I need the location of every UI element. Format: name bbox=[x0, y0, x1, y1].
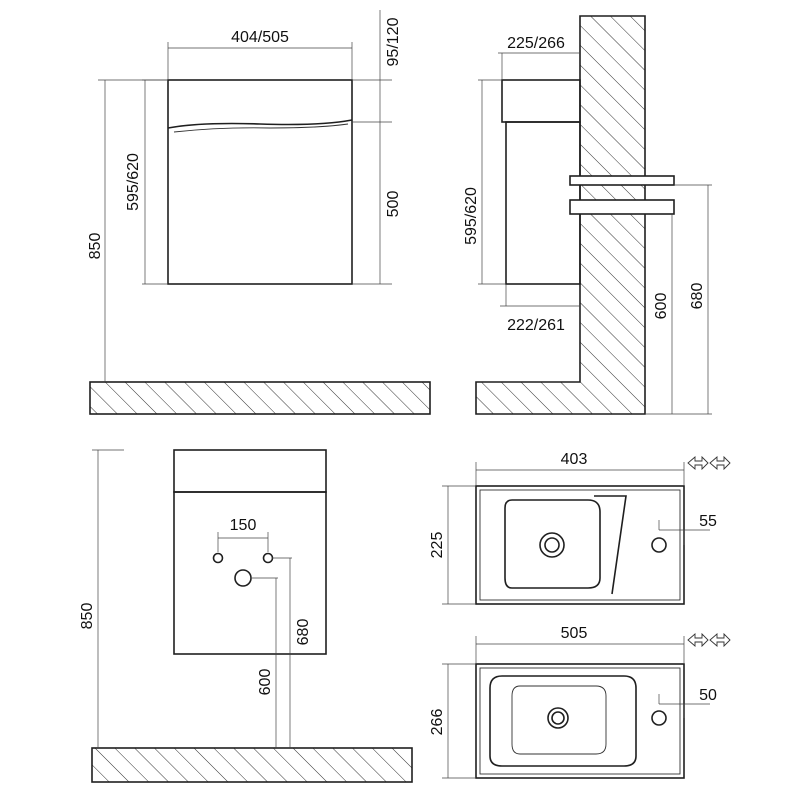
side-pipe-high-label: 680 bbox=[689, 283, 706, 310]
double-arrow-icon bbox=[687, 632, 731, 648]
basin-large-drain-inner bbox=[551, 711, 565, 725]
pipe-upper bbox=[569, 175, 675, 186]
basin-small-depth-label: 225 bbox=[429, 532, 446, 559]
basin-large-plan: 505 266 50 bbox=[429, 625, 731, 779]
front-door-height-label: 500 bbox=[385, 191, 402, 218]
side-top-depth-label: 225/266 bbox=[507, 35, 565, 52]
basin-small-drain-inner bbox=[544, 537, 560, 553]
basin-large-tap-hole bbox=[651, 710, 667, 726]
pipe-hole-right bbox=[262, 552, 274, 564]
rear-pipe-low-label: 600 bbox=[257, 669, 274, 696]
basin-large-drain-outer bbox=[547, 707, 569, 729]
basin-small-bowl bbox=[504, 499, 601, 589]
basin-small-width-label: 403 bbox=[561, 451, 588, 468]
basin-large-width-label: 505 bbox=[561, 625, 588, 642]
floor-slab bbox=[89, 381, 431, 415]
side-cabinet bbox=[505, 121, 581, 285]
basin-large-rim bbox=[479, 667, 681, 775]
basin-small-tap-offset-label: 55 bbox=[699, 513, 717, 530]
rear-top bbox=[173, 449, 327, 493]
drain-hole bbox=[234, 569, 252, 587]
basin-small-tap-hole bbox=[651, 537, 667, 553]
cabinet-top-curve bbox=[167, 119, 353, 129]
rear-pipe-spacing-label: 150 bbox=[230, 517, 257, 534]
side-cabinet-height-label: 595/620 bbox=[463, 187, 480, 245]
wall-and-floor bbox=[475, 15, 646, 415]
front-total-height-label: 850 bbox=[87, 233, 104, 260]
basin-large-bowl-inner bbox=[511, 685, 607, 755]
pipe-hole-left bbox=[212, 552, 224, 564]
side-bottom-depth-label: 222/261 bbox=[507, 317, 565, 334]
rear-cabinet bbox=[173, 491, 327, 655]
basin-large-depth-label: 266 bbox=[429, 709, 446, 736]
double-arrow-icon bbox=[687, 455, 731, 471]
basin-large-outline bbox=[475, 663, 685, 779]
rear-total-height-label: 850 bbox=[79, 603, 96, 630]
rear-view: 150 680 600 850 bbox=[79, 449, 413, 783]
basin-small-drainboard bbox=[594, 495, 627, 595]
cabinet-body bbox=[167, 79, 353, 285]
front-width-label: 404/505 bbox=[231, 29, 289, 46]
rear-pipe-high-label: 680 bbox=[295, 619, 312, 646]
front-top-height-label: 95/120 bbox=[385, 17, 402, 66]
front-cabinet-height-label: 595/620 bbox=[125, 153, 142, 211]
front-view: 404/505 95/120 500 595/620 850 bbox=[87, 10, 431, 415]
side-top bbox=[501, 79, 581, 123]
pipe-lower bbox=[569, 199, 675, 215]
basin-large-bowl-outer bbox=[489, 675, 637, 767]
side-pipe-low-label: 600 bbox=[653, 293, 670, 320]
basin-small-rim bbox=[479, 489, 681, 601]
basin-large-tap-offset-label: 50 bbox=[699, 687, 717, 704]
side-view: 225/266 222/261 595/620 600 680 bbox=[463, 15, 712, 415]
basin-small-plan: 403 225 55 bbox=[429, 451, 731, 605]
floor-slab-lower bbox=[91, 747, 413, 783]
basin-small-drain-outer bbox=[539, 532, 565, 558]
cabinet-top-curve-inner bbox=[173, 123, 349, 133]
